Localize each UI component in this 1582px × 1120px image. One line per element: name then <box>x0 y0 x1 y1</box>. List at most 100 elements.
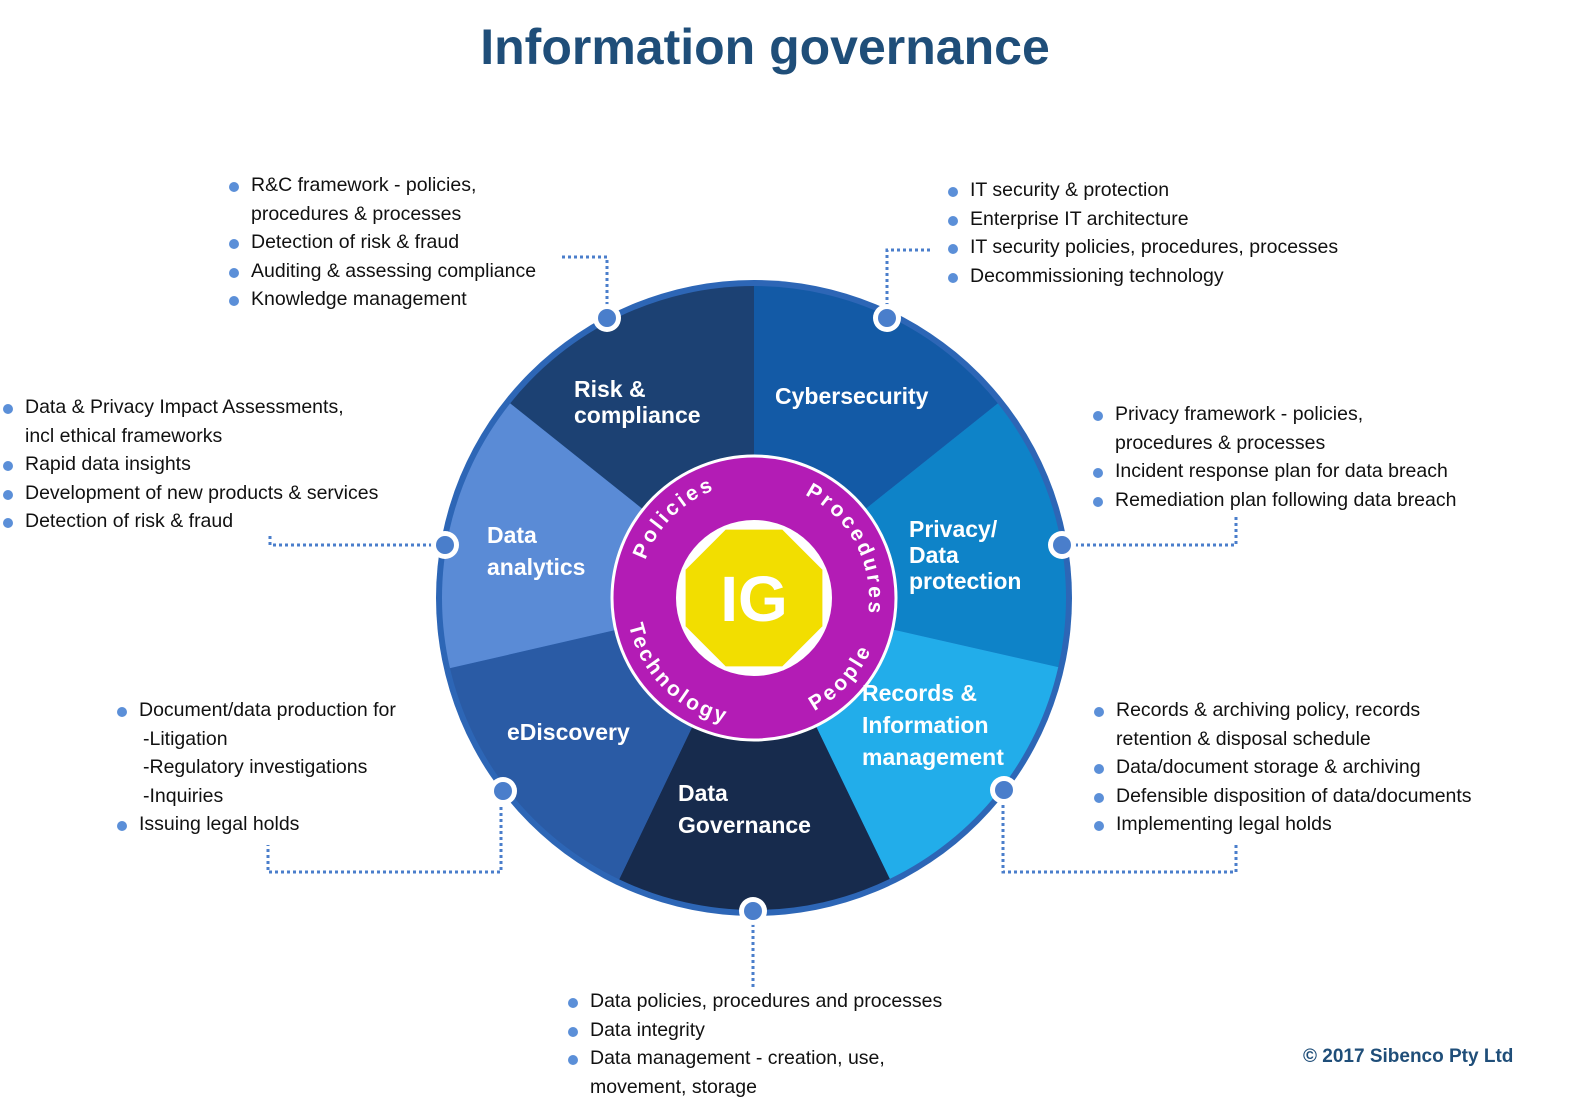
bullet-dot-icon <box>948 244 958 254</box>
list-item-text: Data integrity <box>590 1018 705 1041</box>
list-item: Auditing & assessing compliance <box>229 257 536 286</box>
list-item: movement, storage <box>568 1073 942 1102</box>
bullet-dot-icon <box>1094 707 1104 717</box>
list-item-text: Detection of risk & fraud <box>251 231 460 253</box>
bullet-dot-icon <box>1094 821 1104 831</box>
bullet-dot-icon <box>229 267 239 278</box>
segment-labels: Risk &complianceCybersecurityPrivacy/Dat… <box>487 376 1021 838</box>
list-item-text: Records & archiving policy, records <box>1116 699 1421 721</box>
connector-dot-inner <box>1053 536 1071 554</box>
list-item: -Inquiries <box>117 782 396 811</box>
list-item-text: Remediation plan following data breach <box>1115 488 1457 511</box>
list-item-text: IT security policies, procedures, proces… <box>970 236 1339 258</box>
list-item-text: Document/data production for <box>139 699 396 721</box>
list-item: Data management - creation, use, <box>568 1044 942 1073</box>
list-item: -Litigation <box>117 725 396 754</box>
list-item: Document/data production for <box>117 696 396 725</box>
list-item-text: procedures & processes <box>1115 431 1326 454</box>
list-item-text: incl ethical frameworks <box>25 424 223 447</box>
connectors <box>266 248 1238 990</box>
copyright-notice: © 2017 Sibenco Pty Ltd <box>1303 1046 1514 1067</box>
connector-dot-inner <box>598 309 616 327</box>
bullet-dot-icon <box>568 998 578 1008</box>
list-item-text: Privacy framework - policies, <box>1115 403 1364 425</box>
bullet-dot-icon <box>229 296 239 306</box>
bullet-dot-icon <box>948 272 958 283</box>
bullet-dot-icon <box>1093 411 1103 421</box>
list-item: Data & Privacy Impact Assessments, <box>3 393 378 422</box>
leader-line <box>266 795 503 874</box>
bullet-dot-icon <box>1094 764 1104 774</box>
leader-line <box>562 255 609 312</box>
segment-label-analytics: analytics <box>487 554 585 580</box>
list-item-text: -Regulatory investigations <box>143 756 368 778</box>
bullet-dot-icon <box>568 1055 578 1065</box>
segment-label-privacy: Privacy/ <box>909 516 998 542</box>
list-item: procedures & processes <box>1093 429 1456 458</box>
page-title: Information governance <box>480 19 1050 75</box>
list-item-text: Incident response plan for data breach <box>1115 460 1448 482</box>
segment-label-risk: Risk & <box>574 376 646 402</box>
list-item: -Regulatory investigations <box>117 753 396 782</box>
ig-octagon <box>685 529 823 667</box>
ediscovery-list: Document/data production for -Litigation -… <box>117 696 396 839</box>
bullet-dot-icon <box>3 461 13 471</box>
list-item-text: Data management - creation, use, <box>590 1047 885 1069</box>
list-item-text: retention & disposal schedule <box>1116 727 1371 750</box>
list-item-text: Decommissioning technology <box>970 264 1224 287</box>
list-item-text: IT security & protection <box>970 179 1170 201</box>
list-item-text: Auditing & assessing compliance <box>251 259 537 282</box>
segment-label-governance: Data <box>678 780 728 806</box>
list-item: R&C framework - policies, <box>229 171 536 200</box>
list-item-text: Data & Privacy Impact Assessments, <box>25 396 344 418</box>
list-item: Remediation plan following data breach <box>1093 486 1456 515</box>
list-item: Enterprise IT architecture <box>948 205 1338 234</box>
records-management-list: Records & archiving policy, records reten… <box>1094 696 1472 839</box>
segment-label-analytics: Data <box>487 522 537 548</box>
list-item-text: movement, storage <box>590 1075 757 1098</box>
list-item: retention & disposal schedule <box>1094 725 1472 754</box>
list-item-text: Knowledge management <box>251 288 467 310</box>
list-item: Decommissioning technology <box>948 262 1338 291</box>
bullet-dot-icon <box>229 182 239 192</box>
bullet-dot-icon <box>117 707 127 717</box>
connector-dot-inner <box>878 309 896 327</box>
ig-label: IG <box>720 563 788 635</box>
list-item: Data policies, procedures and processes <box>568 987 942 1016</box>
list-item: Detection of risk & fraud <box>229 228 536 257</box>
list-item-text: procedures & processes <box>251 202 462 225</box>
list-item: Development of new products & services <box>3 479 378 508</box>
connector-dot-inner <box>995 781 1013 799</box>
list-item: Privacy framework - policies, <box>1093 400 1456 429</box>
segment-label-governance: Governance <box>678 812 811 838</box>
list-item: Incident response plan for data breach <box>1093 457 1456 486</box>
list-item: Data/document storage & archiving <box>1094 753 1472 782</box>
risk-compliance-list: R&C framework - policies,procedures & pr… <box>229 171 536 314</box>
list-item-text: Enterprise IT architecture <box>970 207 1189 230</box>
bullet-dot-icon <box>568 1026 578 1037</box>
list-item-text: Issuing legal holds <box>139 813 300 835</box>
list-item: procedures & processes <box>229 200 536 229</box>
bullet-dot-icon <box>3 489 13 500</box>
connector-dot-inner <box>436 536 454 554</box>
leader-line <box>1001 793 1238 874</box>
list-item: Defensible disposition of data/documents <box>1094 782 1472 811</box>
list-item-text: -Litigation <box>143 727 228 750</box>
connector-dot-inner <box>494 782 512 800</box>
connector-dot-inner <box>744 902 762 920</box>
segment-label-records: Information <box>862 712 989 738</box>
bullet-dot-icon <box>3 518 13 528</box>
list-item: Data integrity <box>568 1016 942 1045</box>
privacy-protection-list: Privacy framework - policies, procedures … <box>1093 400 1456 514</box>
list-item: IT security & protection <box>948 176 1338 205</box>
leader-line <box>1063 517 1238 547</box>
list-item-text: Detection of risk & fraud <box>25 510 234 532</box>
segment-label-privacy: Data <box>909 542 959 568</box>
list-item: Implementing legal holds <box>1094 810 1472 839</box>
segment-label-cyber: Cybersecurity <box>775 383 929 409</box>
bullet-dot-icon <box>229 239 239 249</box>
data-analytics-list: Data & Privacy Impact Assessments, incl e… <box>3 393 378 536</box>
